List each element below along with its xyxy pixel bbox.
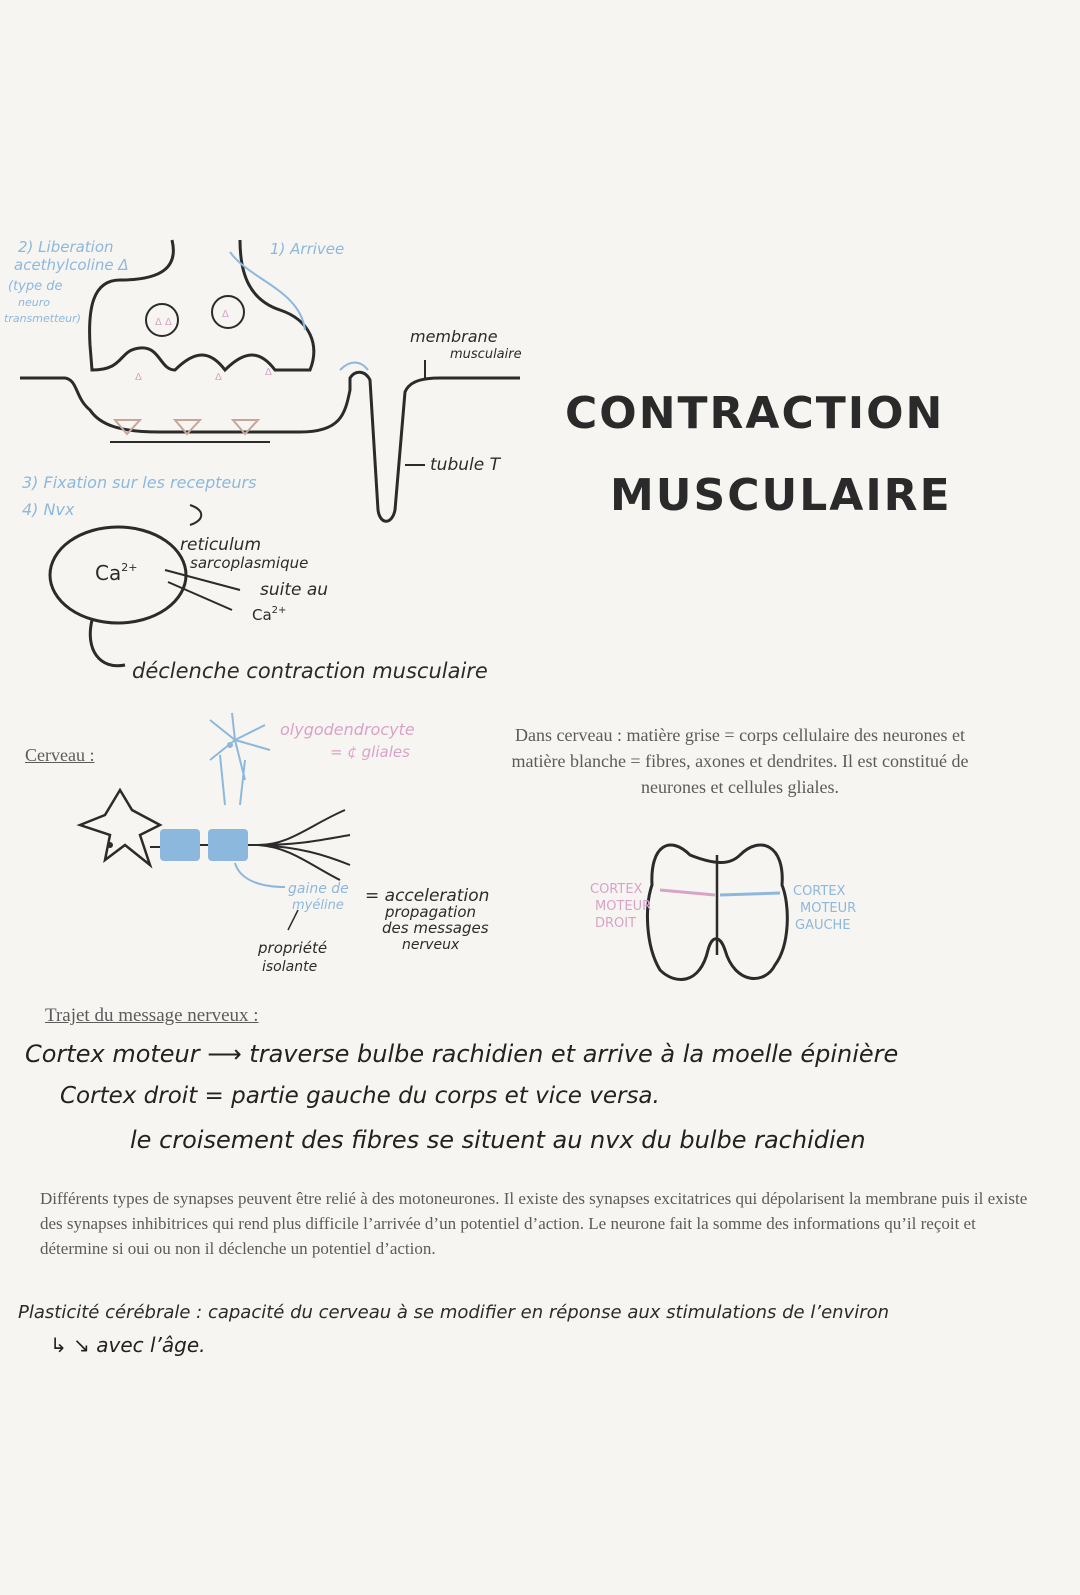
myelin-sheath <box>208 829 248 861</box>
plasticite-line-1: Plasticité cérébrale : capacité du cerve… <box>18 1302 890 1323</box>
svg-text:Ca2+: Ca2+ <box>252 605 286 624</box>
svg-text:neuro: neuro <box>18 296 50 309</box>
svg-text:GAUCHE: GAUCHE <box>795 918 851 933</box>
svg-text:Δ: Δ <box>265 367 272 378</box>
svg-text:Δ: Δ <box>215 372 222 383</box>
receptors <box>112 419 261 436</box>
svg-text:Ca2+: Ca2+ <box>95 561 137 585</box>
vesicle <box>145 303 179 337</box>
muscle-membrane <box>20 370 520 523</box>
vesicle <box>211 295 245 329</box>
svg-text:2) Liberation: 2) Liberation <box>18 238 114 256</box>
svg-text:acethylcoline Δ: acethylcoline Δ <box>14 256 129 274</box>
svg-text:= acceleration: = acceleration <box>365 886 489 906</box>
svg-text:4) Nvx: 4) Nvx <box>22 500 75 519</box>
svg-text:nerveux: nerveux <box>402 937 460 953</box>
svg-text:reticulum: reticulum <box>180 535 261 555</box>
svg-text:transmetteur): transmetteur) <box>4 312 81 325</box>
svg-text:CORTEX: CORTEX <box>590 882 643 897</box>
svg-text:des messages: des messages <box>382 919 489 937</box>
brain-top-view: CORTEX MOTEUR DROIT CORTEX MOTEUR GAUCHE <box>590 843 856 982</box>
page-title-line2: MUSCULAIRE <box>610 470 952 521</box>
svg-text:MOTEUR: MOTEUR <box>595 899 651 914</box>
synapse-diagram: Δ Δ Δ Δ Δ Δ 2) Liberation acethylcoline … <box>4 238 522 683</box>
svg-text:propagation: propagation <box>384 903 476 921</box>
page-title-line1: CONTRACTION <box>565 388 945 439</box>
svg-text:MOTEUR: MOTEUR <box>800 901 856 916</box>
svg-text:Δ: Δ <box>135 372 142 383</box>
svg-text:olygodendrocyte: olygodendrocyte <box>280 720 415 739</box>
svg-text:propriété: propriété <box>257 939 327 957</box>
svg-text:suite au: suite au <box>260 580 328 600</box>
svg-text:(type de: (type de <box>8 279 63 294</box>
trajet-line-1: Cortex moteur ⟶ traverse bulbe rachidien… <box>25 1040 899 1068</box>
brain-intro-text: Dans cerveau : matière grise = corps cel… <box>511 725 969 797</box>
trajet-title: Trajet du message nerveux : <box>45 1005 259 1026</box>
svg-text:tubule T: tubule T <box>430 455 502 475</box>
svg-text:musculaire: musculaire <box>450 347 522 362</box>
svg-text:Δ: Δ <box>222 309 229 320</box>
svg-text:Δ Δ: Δ Δ <box>155 317 172 328</box>
synapses-paragraph: Différents types de synapses peuvent êtr… <box>40 1189 1028 1258</box>
myelin-sheath <box>160 829 200 861</box>
svg-text:déclenche contraction musculai: déclenche contraction musculaire <box>132 659 488 683</box>
brain-caption: Cerveau : <box>25 745 95 765</box>
presynaptic-terminal <box>88 239 316 373</box>
neuron-cell-body <box>76 787 163 869</box>
svg-text:membrane: membrane <box>410 327 498 346</box>
svg-text:sarcoplasmique: sarcoplasmique <box>190 554 308 572</box>
svg-text:DROIT: DROIT <box>595 916 636 931</box>
svg-text:= ¢ gliales: = ¢ gliales <box>330 743 410 761</box>
neuron-diagram: olygodendrocyte = ¢ gliales gaine de myé… <box>76 712 489 975</box>
trajet-line-3: le croisement des fibres se situent au n… <box>130 1126 866 1154</box>
svg-text:1) Arrivee: 1) Arrivee <box>270 240 344 258</box>
svg-text:CORTEX: CORTEX <box>793 884 846 899</box>
svg-text:myéline: myéline <box>292 898 344 913</box>
trajet-line-2: Cortex droit = partie gauche du corps et… <box>60 1083 660 1109</box>
svg-text:gaine de: gaine de <box>288 881 349 897</box>
plasticite-line-2: ↳ ↘ avec l’âge. <box>50 1333 206 1357</box>
svg-text:3) Fixation sur les recepteurs: 3) Fixation sur les recepteurs <box>22 473 256 492</box>
svg-text:isolante: isolante <box>262 959 317 975</box>
